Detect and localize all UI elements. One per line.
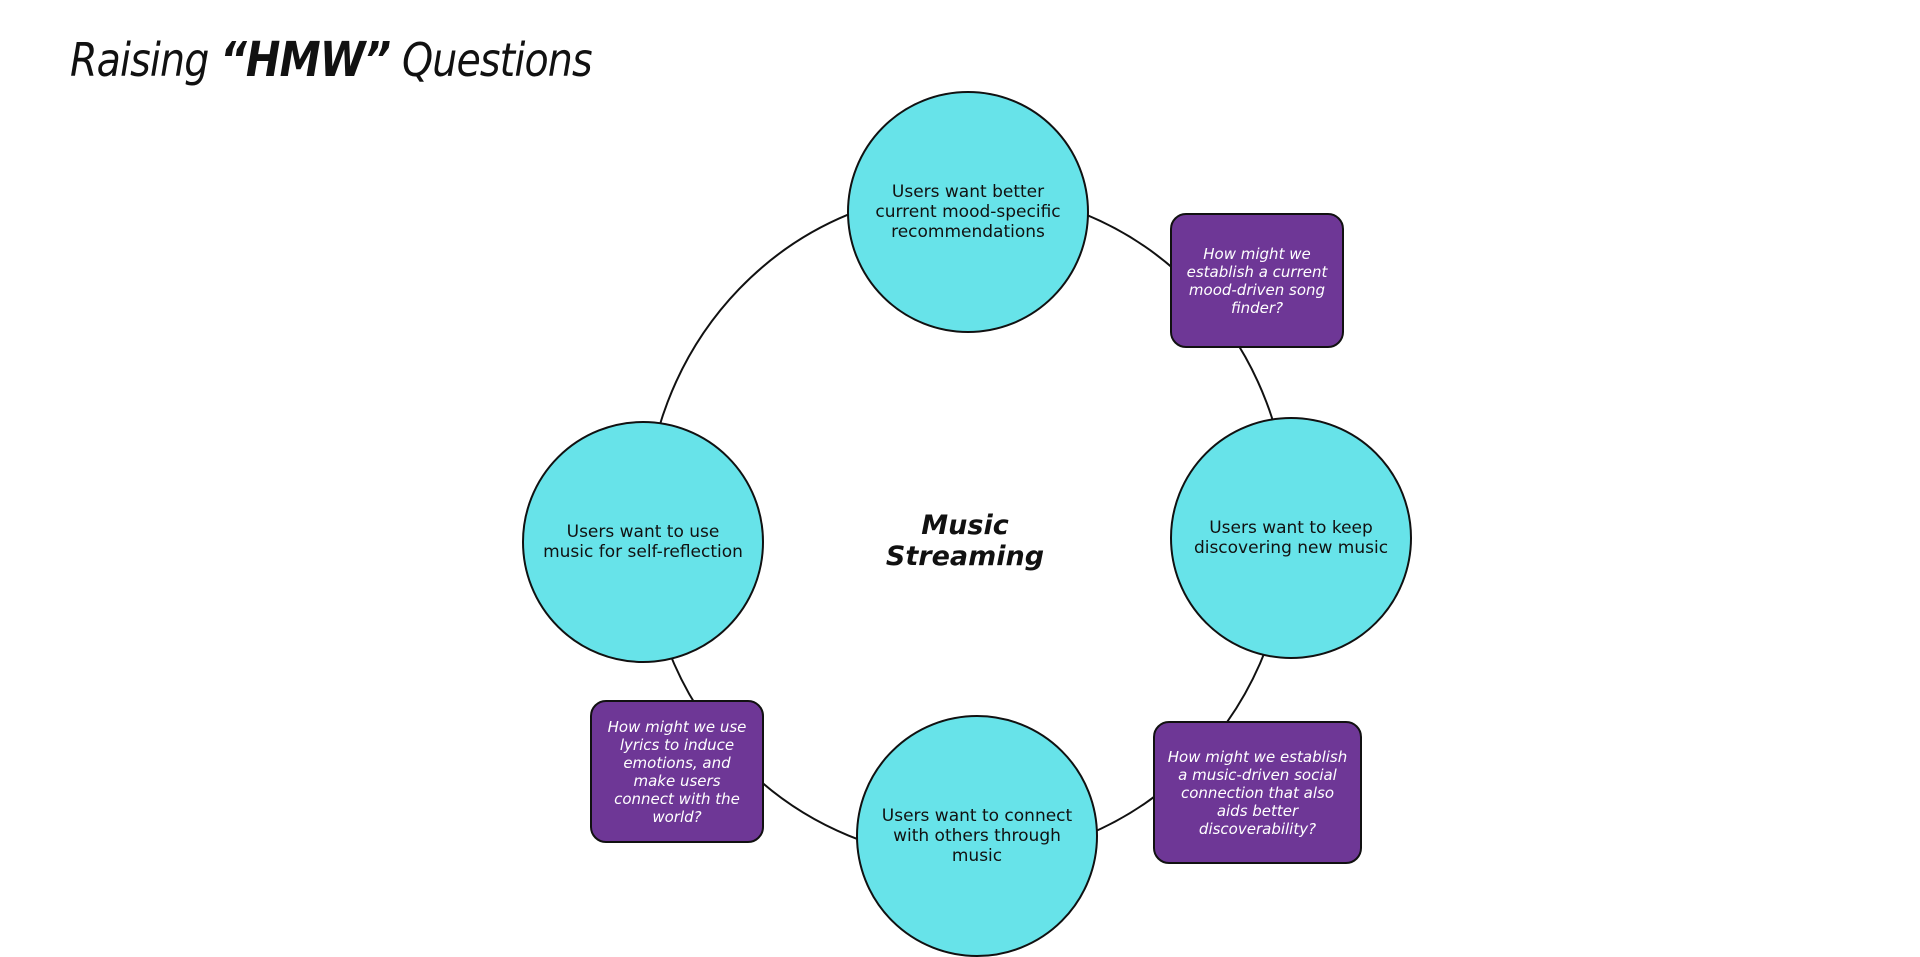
need-text: Users want to keep discovering new music: [1193, 518, 1389, 558]
need-text: Users want better current mood-specific …: [875, 182, 1061, 242]
title-suffix: Questions: [390, 33, 593, 87]
need-self-reflection: Users want to use music for self-reflect…: [522, 421, 764, 663]
title-emphasis: “HMW”: [220, 32, 391, 88]
center-topic-line1: Music: [921, 510, 1009, 541]
title-prefix: Raising: [70, 33, 221, 87]
need-text: Users want to connect with others throug…: [881, 806, 1073, 866]
hmw-social-connection: How might we establish a music-driven so…: [1153, 721, 1362, 864]
hmw-text: How might we establish a music-driven so…: [1167, 747, 1348, 838]
need-connect-others: Users want to connect with others throug…: [856, 715, 1098, 957]
hmw-text: How might we use lyrics to induce emotio…: [607, 717, 747, 826]
center-topic: Music Streaming: [860, 510, 1070, 572]
page-title: Raising “HMW” Questions: [70, 32, 593, 88]
need-discover-music: Users want to keep discovering new music: [1170, 417, 1412, 659]
center-topic-line2: Streaming: [885, 541, 1045, 572]
need-mood-recommendations: Users want better current mood-specific …: [847, 91, 1089, 333]
hmw-lyrics-emotions: How might we use lyrics to induce emotio…: [590, 700, 764, 843]
hmw-mood-song-finder: How might we establish a current mood-dr…: [1170, 213, 1344, 348]
hmw-text: How might we establish a current mood-dr…: [1186, 244, 1328, 317]
need-text: Users want to use music for self-reflect…: [543, 522, 743, 562]
